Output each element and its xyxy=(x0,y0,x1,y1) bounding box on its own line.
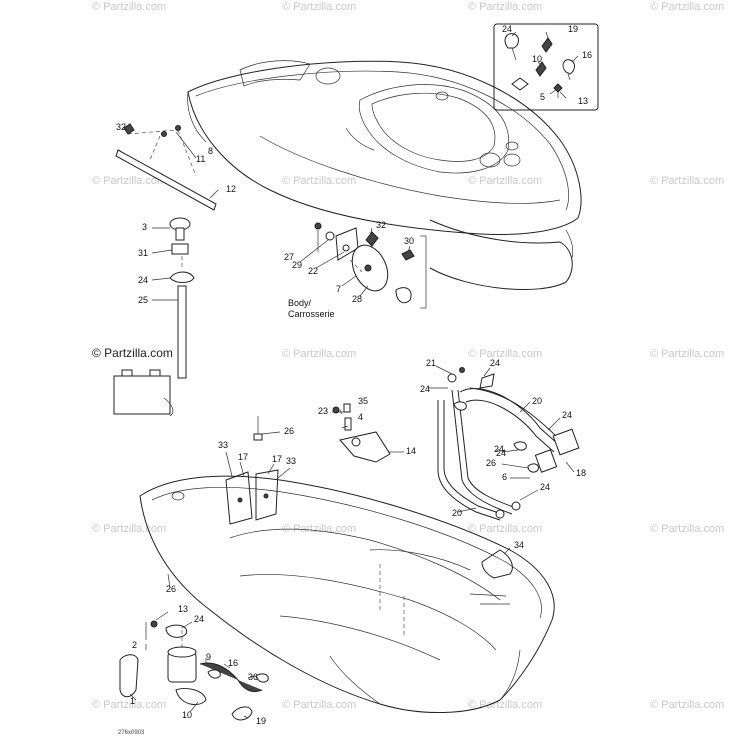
callout-c22: 22 xyxy=(308,266,318,276)
callout-c9: 9 xyxy=(206,652,211,662)
callout-c13b: 13 xyxy=(178,604,188,614)
callout-c10a: 10 xyxy=(532,54,542,64)
callout-c16b: 16 xyxy=(228,658,238,668)
callout-c26b: 26 xyxy=(284,426,294,436)
callout-c33a: 33 xyxy=(218,440,228,450)
callout-c33b: 33 xyxy=(286,456,296,466)
callout-c27: 27 xyxy=(284,252,294,262)
callout-c10b: 10 xyxy=(182,710,192,720)
callout-c26a: 26 xyxy=(486,458,496,468)
watermark: © Partzilla.com xyxy=(468,699,542,711)
watermark: © Partzilla.com xyxy=(468,523,542,535)
callout-c34: 34 xyxy=(514,540,524,550)
lower-hull xyxy=(139,475,555,713)
watermark: © Partzilla.com xyxy=(650,1,724,13)
watermark: © Partzilla.com xyxy=(282,1,356,13)
callout-c24b: 24 xyxy=(138,275,148,285)
partzilla-watermark: © Partzilla.com xyxy=(92,346,173,360)
callout-c8: 8 xyxy=(208,146,213,156)
watermark: © Partzilla.com xyxy=(650,523,724,535)
watermark: © Partzilla.com xyxy=(92,175,166,187)
callout-c17b: 17 xyxy=(272,454,282,464)
watermark: © Partzilla.com xyxy=(468,348,542,360)
callout-c7: 7 xyxy=(336,284,341,294)
callout-c16a: 16 xyxy=(582,50,592,60)
watermark: © Partzilla.com xyxy=(650,175,724,187)
callout-c24e: 24 xyxy=(562,410,572,420)
watermark: © Partzilla.com xyxy=(282,699,356,711)
callout-c24h: 24 xyxy=(540,482,550,492)
watermark-layer: © Partzilla.com © Partzilla.com © Partzi… xyxy=(92,1,724,711)
callout-c18: 18 xyxy=(576,468,586,478)
callout-c6: 6 xyxy=(502,472,507,482)
watermark: © Partzilla.com xyxy=(650,699,724,711)
callout-c24g: 24 xyxy=(496,448,506,458)
callout-c32b: 32 xyxy=(376,220,386,230)
body-label: Body/ xyxy=(288,298,312,308)
callout-c1: 1 xyxy=(130,696,135,706)
center-bracket-parts xyxy=(314,222,427,309)
watermark: © Partzilla.com xyxy=(468,1,542,13)
lower-bracket-parts xyxy=(225,403,391,525)
callout-c31: 31 xyxy=(138,248,148,258)
callout-c28: 28 xyxy=(352,294,362,304)
left-column-parts xyxy=(113,123,217,417)
watermark: © Partzilla.com xyxy=(92,523,166,535)
callout-c23: 23 xyxy=(318,406,328,416)
callout-c26c: 26 xyxy=(166,584,176,594)
callout-c21: 21 xyxy=(426,358,436,368)
drawing-code: 276x0903 xyxy=(118,730,145,736)
callout-c5a: 5 xyxy=(540,92,545,102)
callout-c19b: 19 xyxy=(256,716,266,726)
callout-c17a: 17 xyxy=(238,452,248,462)
callout-c11: 11 xyxy=(196,154,205,164)
watermark: © Partzilla.com xyxy=(92,1,166,13)
callout-c24f: 24 xyxy=(494,444,504,454)
clamp-detail-box xyxy=(493,23,599,111)
watermark: © Partzilla.com xyxy=(650,348,724,360)
carrosserie-label: Carrosserie xyxy=(288,309,335,319)
callout-c25: 25 xyxy=(138,295,148,305)
callout-c24c: 24 xyxy=(420,384,430,394)
watermark: © Partzilla.com xyxy=(282,175,356,187)
callout-c24i: 24 xyxy=(194,614,204,624)
callout-c32a: 32 xyxy=(116,122,126,132)
callout-c2: 2 xyxy=(132,640,137,650)
callout-c3: 3 xyxy=(142,222,147,232)
leader-lines xyxy=(129,31,579,719)
callout-c4: 4 xyxy=(358,412,363,422)
callout-c24a: 24 xyxy=(502,24,512,34)
callout-c19a: 19 xyxy=(568,24,578,34)
callout-c20b: 20 xyxy=(452,508,462,518)
callout-c35: 35 xyxy=(358,396,368,406)
hose-assembly xyxy=(437,367,580,579)
callout-c13a: 13 xyxy=(578,96,588,106)
callout-c24d: 24 xyxy=(490,358,500,368)
callout-c36: 36 xyxy=(248,672,258,682)
callout-c20a: 20 xyxy=(532,396,542,406)
callout-c30: 30 xyxy=(404,236,414,246)
callout-c29: 29 xyxy=(292,260,302,270)
watermark: © Partzilla.com xyxy=(92,699,166,711)
watermark: © Partzilla.com xyxy=(468,175,542,187)
upper-body-deck xyxy=(187,60,582,291)
bilge-pump-group xyxy=(119,620,269,721)
callout-c12: 12 xyxy=(226,184,236,194)
watermark: © Partzilla.com xyxy=(282,523,356,535)
watermark: © Partzilla.com xyxy=(282,348,356,360)
callout-c14: 14 xyxy=(406,446,416,456)
